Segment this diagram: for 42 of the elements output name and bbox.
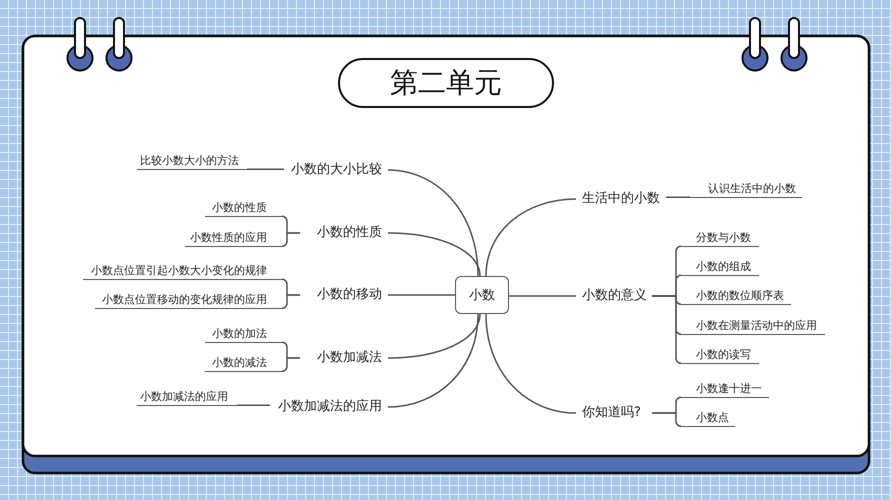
leaf-label: 分数与小数 xyxy=(681,230,759,247)
connector-line xyxy=(485,314,576,414)
connector-line xyxy=(485,198,576,276)
leaf-label: 小数的读写 xyxy=(681,347,759,364)
connector-line xyxy=(388,232,481,276)
leaf-label: 小数的性质 xyxy=(205,200,282,217)
connector-line xyxy=(281,357,300,372)
leaf-label: 认识生活中的小数 xyxy=(690,181,802,198)
connector-line xyxy=(281,294,300,309)
branch-label: 你知道吗? xyxy=(576,403,652,423)
leaf-label: 小数的组成 xyxy=(681,259,759,276)
connector-line xyxy=(666,196,690,198)
branch-label: 生活中的小数 xyxy=(576,189,666,209)
branch-label: 小数的性质 xyxy=(300,223,388,243)
connector-line xyxy=(652,412,682,427)
leaf-label: 小数性质的应用 xyxy=(185,230,282,247)
connector-line xyxy=(388,169,479,276)
leaf-label: 小数加减法的应用 xyxy=(137,389,237,406)
leaf-label: 小数逢十进一 xyxy=(681,381,769,398)
branch-label: 小数的移动 xyxy=(300,285,388,305)
leaf-label: 小数的减法 xyxy=(205,355,282,372)
leaf-label: 小数点 xyxy=(681,410,735,427)
leaf-label: 小数在测量活动中的应用 xyxy=(681,318,825,335)
connector-line xyxy=(652,295,682,364)
connector-line xyxy=(388,314,479,408)
connector-line xyxy=(388,294,455,296)
connector-line xyxy=(388,314,481,359)
connector-line xyxy=(247,168,284,170)
branch-label: 小数的大小比较 xyxy=(284,160,388,180)
leaf-label: 小数的数位顺序表 xyxy=(681,288,791,305)
branch-label: 小数加减法 xyxy=(300,348,388,368)
topic-box: 小数 xyxy=(455,276,509,314)
leaf-label: 小数点位置引起小数大小变化的规律 xyxy=(83,263,282,280)
title: 第二单元 xyxy=(338,58,554,108)
leaf-label: 比较小数大小的方法 xyxy=(137,153,247,170)
connector-line xyxy=(237,404,270,406)
connector-line xyxy=(509,295,576,297)
branch-label: 小数的意义 xyxy=(576,286,652,306)
branch-label: 小数加减法的应用 xyxy=(270,397,388,417)
leaf-label: 小数点位置移动的变化规律的应用 xyxy=(95,292,282,309)
leaf-label: 小数的加法 xyxy=(205,326,282,343)
connector-line xyxy=(281,232,300,247)
